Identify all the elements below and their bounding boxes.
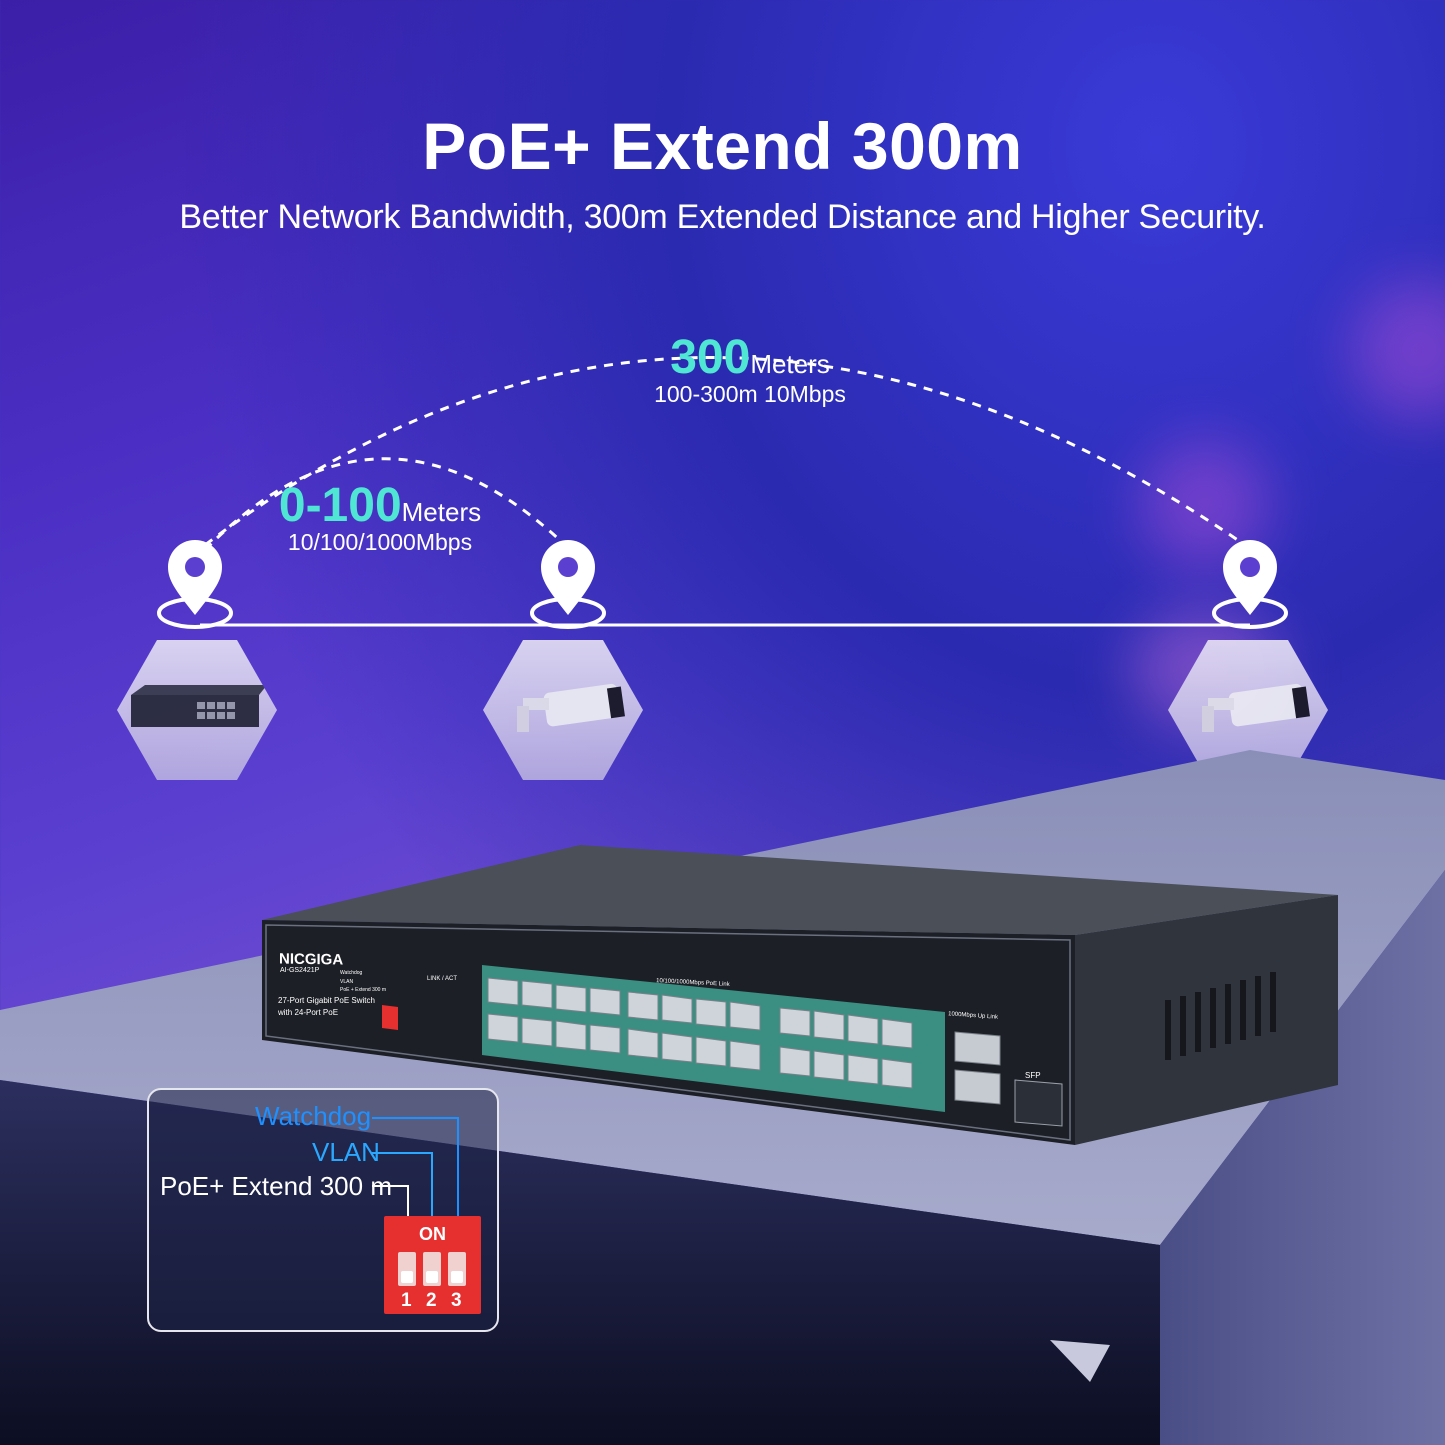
device-switch-label-3: PoE + Extend 300 m xyxy=(340,987,387,993)
legend-vlan: VLAN xyxy=(312,1137,380,1167)
range-100: 0-100Meters 10/100/1000Mbps xyxy=(250,478,510,556)
legend-poe-extend: PoE+ Extend 300 m xyxy=(160,1171,392,1201)
bullet-camera-icon xyxy=(1202,683,1310,732)
range-300-speed: 100-300m 10Mbps xyxy=(654,381,846,407)
dip-switch-1 xyxy=(398,1252,416,1286)
device-switch-label-2: VLAN xyxy=(340,979,354,985)
bullet-camera-icon xyxy=(517,683,625,732)
location-pin-icon xyxy=(530,540,606,629)
poe-switch-icon xyxy=(131,685,267,727)
device-description-1: 27-Port Gigabit PoE Switch xyxy=(278,996,375,1005)
dip-switch: ON 1 2 3 xyxy=(384,1216,481,1314)
range-300-unit: Meters xyxy=(750,349,830,379)
range-300-value: 300 xyxy=(670,331,751,384)
device-model: AI-GS2421P xyxy=(280,967,320,974)
location-pin-icon xyxy=(1212,540,1288,629)
dip-switch-3 xyxy=(448,1252,466,1286)
dip-number-3: 3 xyxy=(451,1290,462,1311)
device-sfp-label: SFP xyxy=(1025,1071,1041,1080)
legend-watchdog: Watchdog xyxy=(255,1101,372,1131)
subheadline: Better Network Bandwidth, 300m Extended … xyxy=(179,198,1266,236)
location-pin-icon xyxy=(157,540,233,629)
range-100-unit: Meters xyxy=(401,497,482,527)
range-300: 300Meters 100-300m 10Mbps xyxy=(620,330,880,408)
device-description-2: with 24-Port PoE xyxy=(278,1008,339,1017)
device-switch-label-1: Watchdog xyxy=(340,970,363,976)
dip-number-2: 2 xyxy=(426,1290,437,1311)
device-led-header: LINK / ACT xyxy=(427,976,458,982)
range-100-speed: 10/100/1000Mbps xyxy=(287,529,473,555)
dip-switch-2 xyxy=(423,1252,441,1286)
headline: PoE+ Extend 300m xyxy=(422,109,1023,183)
dip-number-1: 1 xyxy=(401,1290,412,1311)
dip-on-label: ON xyxy=(419,1224,446,1244)
range-100-value: 0-100 xyxy=(278,479,402,532)
